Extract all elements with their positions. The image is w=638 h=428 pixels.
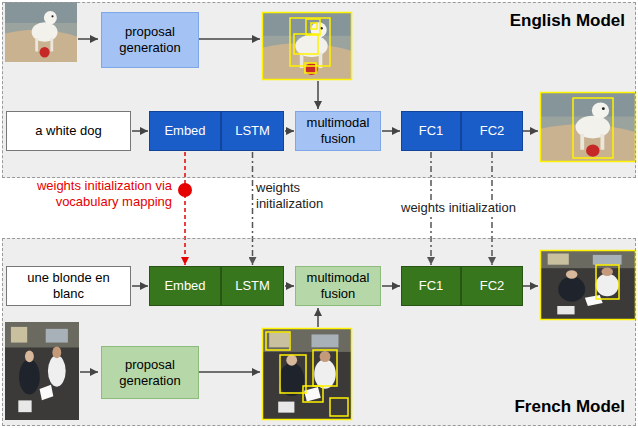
flow-arrow xyxy=(199,38,260,40)
input-text-box: une blonde en blanc xyxy=(6,266,131,306)
fc-layer: FC2 xyxy=(461,111,523,151)
image-frame xyxy=(541,251,636,320)
mapping-note: weights initialization via vocabulary ma… xyxy=(4,178,172,211)
model-panel: proposal generation a white dog Embed LSTM m… xyxy=(2,2,636,178)
fusion-box: multimodal fusion xyxy=(295,266,381,306)
process-box: proposal generation xyxy=(101,346,199,399)
node-label: multimodal fusion xyxy=(300,115,376,146)
flow-arrow xyxy=(317,308,319,327)
proposal-box xyxy=(294,34,318,54)
proposal-box xyxy=(330,398,348,416)
flow-arrow xyxy=(199,371,260,373)
model-panel: une blonde en blanc Embed LSTM multimodal f… xyxy=(2,238,636,426)
fc-layer: FC1 xyxy=(401,266,461,306)
flow-arrow xyxy=(522,130,538,132)
node-label: multimodal fusion xyxy=(300,270,376,301)
mapping-dot xyxy=(178,183,192,197)
node-label: une blonde en blanc xyxy=(11,270,126,301)
panel-ground xyxy=(2,238,636,426)
proposal-box xyxy=(313,350,337,386)
panel-ground xyxy=(2,2,636,178)
annotation-text: weights initialization xyxy=(256,180,346,213)
transfer-note: weights initialization xyxy=(256,180,346,213)
embed-layer: Embed xyxy=(149,111,221,151)
node-label: proposal generation xyxy=(106,357,194,388)
node-label: FC1 xyxy=(419,278,444,294)
connector xyxy=(132,285,148,287)
process-box: proposal generation xyxy=(101,12,199,68)
proposal-boxes xyxy=(263,13,352,80)
output-image xyxy=(540,250,636,320)
proposal-box xyxy=(290,18,330,66)
flow-arrow xyxy=(522,285,538,287)
node-label: a white dog xyxy=(35,123,102,139)
flow-arrow xyxy=(317,81,319,109)
lstm-layer: LSTM xyxy=(221,111,284,151)
proposal-box xyxy=(303,386,323,402)
connector xyxy=(252,152,254,265)
image-frame xyxy=(263,329,352,420)
embed-layer: Embed xyxy=(149,266,221,306)
node-label: FC1 xyxy=(419,123,444,139)
lstm-layer: LSTM xyxy=(221,266,284,306)
panel-heading: English Model xyxy=(510,11,625,31)
proposal-image xyxy=(262,12,352,80)
annotation-text: weights initialization xyxy=(398,200,519,216)
proposal-box xyxy=(306,19,320,35)
connector xyxy=(285,285,294,287)
output-boxes xyxy=(541,93,636,162)
image-frame xyxy=(263,13,352,80)
node-label: FC2 xyxy=(480,123,505,139)
fc-layer: FC2 xyxy=(461,266,523,306)
fc-layer: FC1 xyxy=(401,111,461,151)
node-label: proposal generation xyxy=(106,24,194,55)
node-label: Embed xyxy=(164,278,205,294)
proposal-box xyxy=(305,63,316,73)
proposal-boxes xyxy=(263,329,352,420)
connector xyxy=(132,130,148,132)
fusion-box: multimodal fusion xyxy=(295,111,381,151)
result-box xyxy=(596,265,619,299)
connector xyxy=(382,285,400,287)
annotation-text: weights initialization via vocabulary ma… xyxy=(4,178,172,211)
panel-heading: French Model xyxy=(514,397,625,417)
input-text-box: a white dog xyxy=(6,111,131,151)
result-box xyxy=(573,98,613,158)
input-image xyxy=(5,322,79,420)
output-boxes xyxy=(541,251,636,320)
node-label: LSTM xyxy=(235,123,270,139)
input-image xyxy=(5,2,77,62)
connector xyxy=(184,152,186,265)
connector xyxy=(382,130,400,132)
node-label: LSTM xyxy=(235,278,270,294)
flow-arrow xyxy=(80,371,98,373)
proposal-image xyxy=(262,328,352,420)
connector xyxy=(285,130,294,132)
node-label: FC2 xyxy=(480,278,505,294)
proposal-box xyxy=(311,23,317,29)
node-label: Embed xyxy=(164,123,205,139)
transfer-note: weights initialization xyxy=(398,198,558,216)
image-frame xyxy=(541,93,636,162)
proposal-box xyxy=(280,355,306,393)
proposal-box xyxy=(266,332,290,350)
output-image xyxy=(540,92,636,162)
flow-arrow xyxy=(78,38,98,40)
